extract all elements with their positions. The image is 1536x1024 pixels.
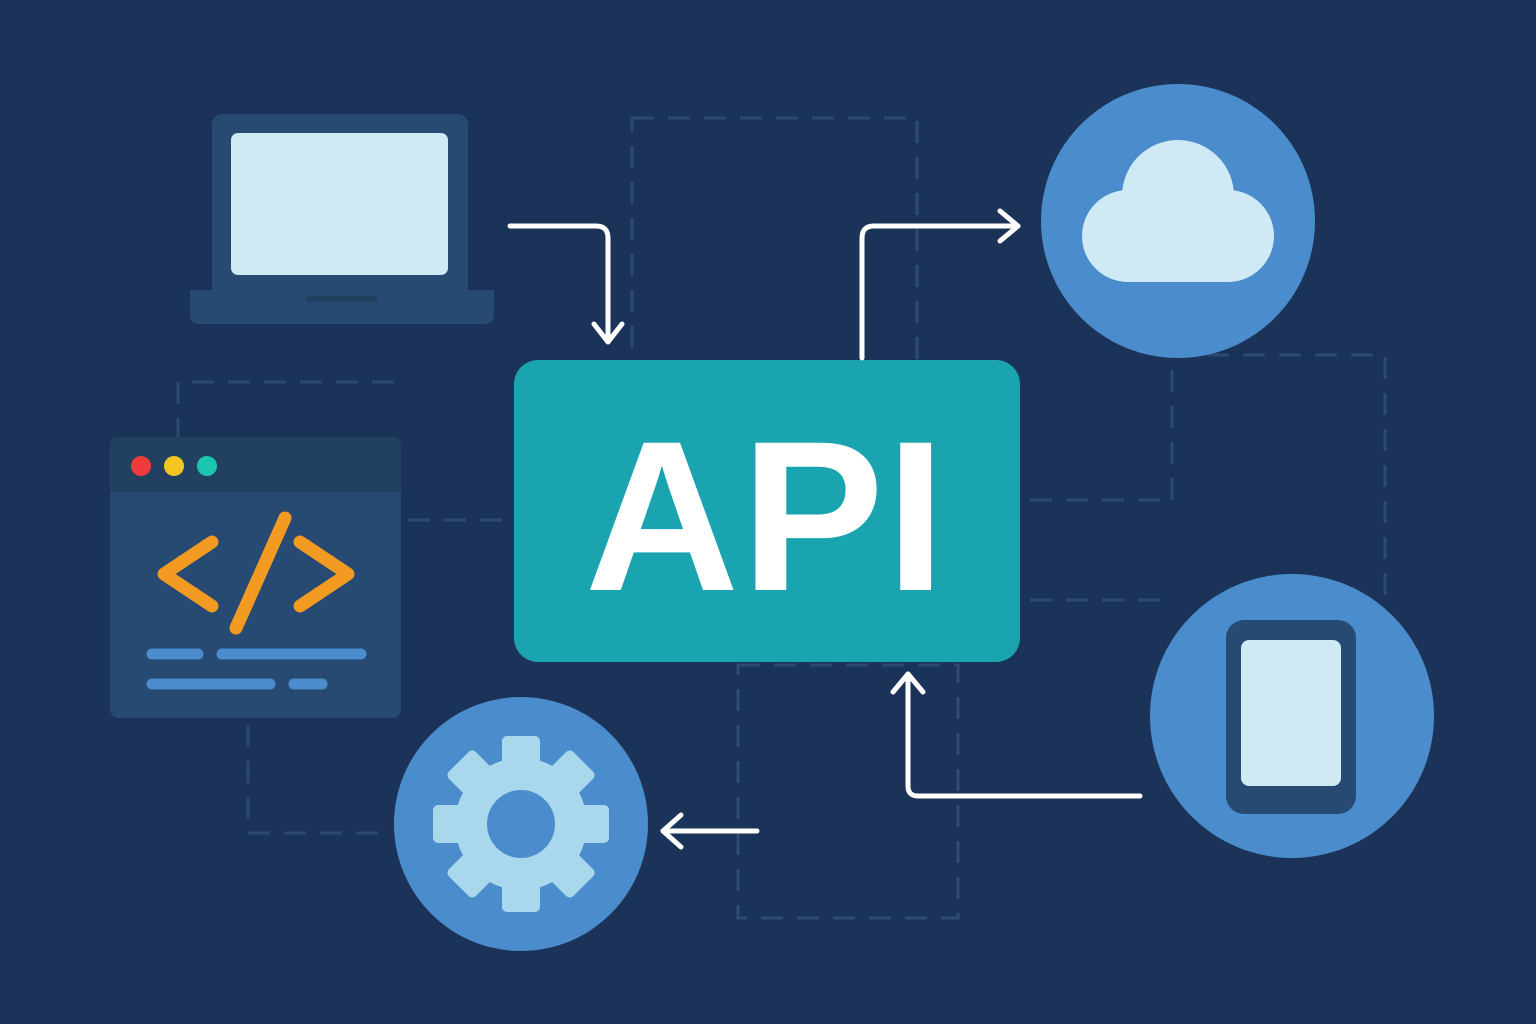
laptop-base bbox=[190, 290, 494, 324]
dashed-frame-right bbox=[1170, 353, 1387, 598]
arrow-mobile-to-api bbox=[890, 671, 1143, 799]
api-node[interactable]: API bbox=[514, 360, 1020, 662]
code-window-icon[interactable] bbox=[110, 437, 401, 718]
gear-icon bbox=[433, 736, 609, 912]
arrow-api-to-gear bbox=[660, 812, 760, 850]
arrow-api-to-cloud bbox=[859, 208, 1021, 361]
code-bracket-right bbox=[293, 535, 355, 613]
window-dot-red bbox=[131, 456, 151, 476]
laptop-screen bbox=[231, 133, 448, 275]
dashed-frame-left bbox=[176, 380, 408, 440]
mobile-node[interactable] bbox=[1150, 574, 1434, 858]
arrow-head bbox=[660, 812, 684, 850]
dashed-frame-bottom-left bbox=[246, 725, 392, 835]
window-dot-teal bbox=[197, 456, 217, 476]
code-bracket-left bbox=[157, 535, 219, 613]
dashed-frame-top-center bbox=[630, 116, 919, 400]
code-slash bbox=[229, 511, 292, 635]
connection-arrows bbox=[507, 208, 1143, 850]
code-brackets-icon bbox=[157, 511, 355, 635]
api-label: API bbox=[585, 397, 948, 636]
laptop-icon[interactable] bbox=[190, 114, 494, 324]
api-box bbox=[514, 360, 1020, 662]
arrow-head bbox=[890, 671, 926, 695]
phone-screen bbox=[1241, 640, 1341, 786]
arrow-laptop-to-api bbox=[507, 223, 625, 345]
arrow-head bbox=[997, 208, 1021, 244]
smartphone-icon bbox=[1226, 620, 1356, 814]
code-window-titlebar bbox=[110, 437, 401, 492]
window-dot-yellow bbox=[164, 456, 184, 476]
cloud-icon bbox=[1082, 140, 1274, 282]
gear-hole bbox=[487, 790, 555, 858]
dashed-frame-bottom-center bbox=[736, 663, 960, 920]
settings-node[interactable] bbox=[394, 697, 648, 951]
cloud-node[interactable] bbox=[1041, 84, 1315, 358]
laptop-hinge bbox=[306, 296, 378, 302]
dashed-grid bbox=[176, 116, 1387, 920]
code-lines bbox=[146, 648, 367, 690]
arrow-head bbox=[591, 321, 625, 345]
